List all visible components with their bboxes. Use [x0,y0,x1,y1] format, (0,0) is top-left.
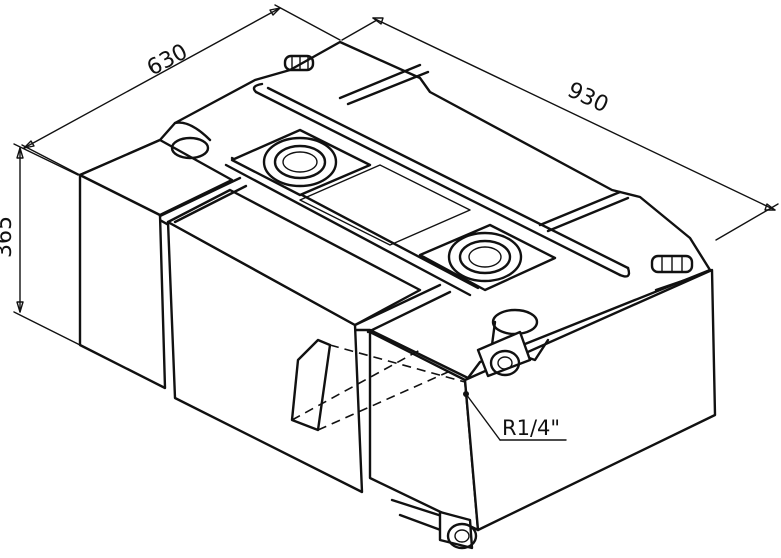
fitting-callout: R1/4" [463,391,567,441]
fitting-thread-label: R1/4" [502,416,560,440]
front-fitting [476,330,532,378]
right-vent-fitting [650,254,702,292]
inspection-opening-right [418,223,557,292]
top-left-fitting [170,121,212,160]
width-dimension-label: 630 [143,40,192,82]
height-dimension: 365 [0,143,81,346]
inspection-opening-left [230,128,372,197]
back-vent-fitting [283,54,315,72]
tank-body [78,40,717,532]
hidden-bracket [290,338,466,432]
height-dimension-label: 365 [0,216,17,258]
drain-fitting [390,498,478,550]
